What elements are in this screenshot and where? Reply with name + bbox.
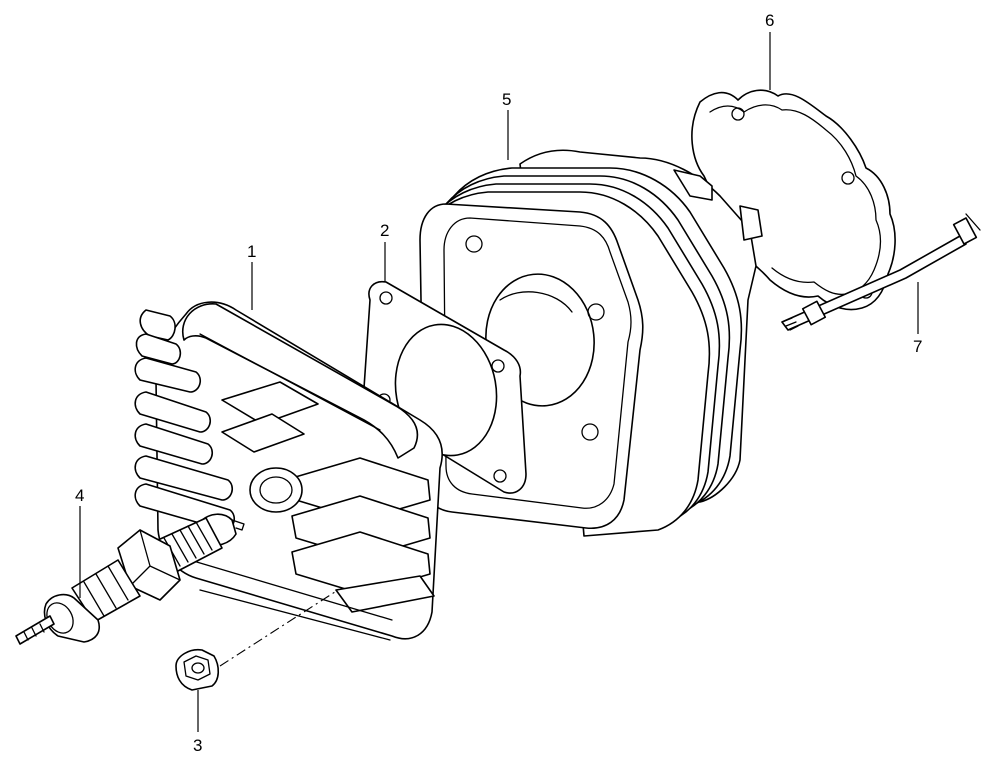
callout-6: 6	[765, 11, 774, 30]
flange-nut	[175, 648, 220, 691]
callout-2: 2	[380, 221, 389, 240]
head-gasket	[691, 89, 896, 311]
callout-3: 3	[193, 736, 202, 755]
callout-4: 4	[75, 486, 84, 505]
callout-1: 1	[247, 242, 256, 261]
cylinder-head	[134, 301, 444, 641]
spark-plug	[15, 513, 245, 645]
assembly-axis-line	[219, 589, 339, 667]
stud-bolt	[781, 213, 981, 331]
callout-5: 5	[502, 90, 511, 109]
callout-7: 7	[913, 337, 922, 356]
